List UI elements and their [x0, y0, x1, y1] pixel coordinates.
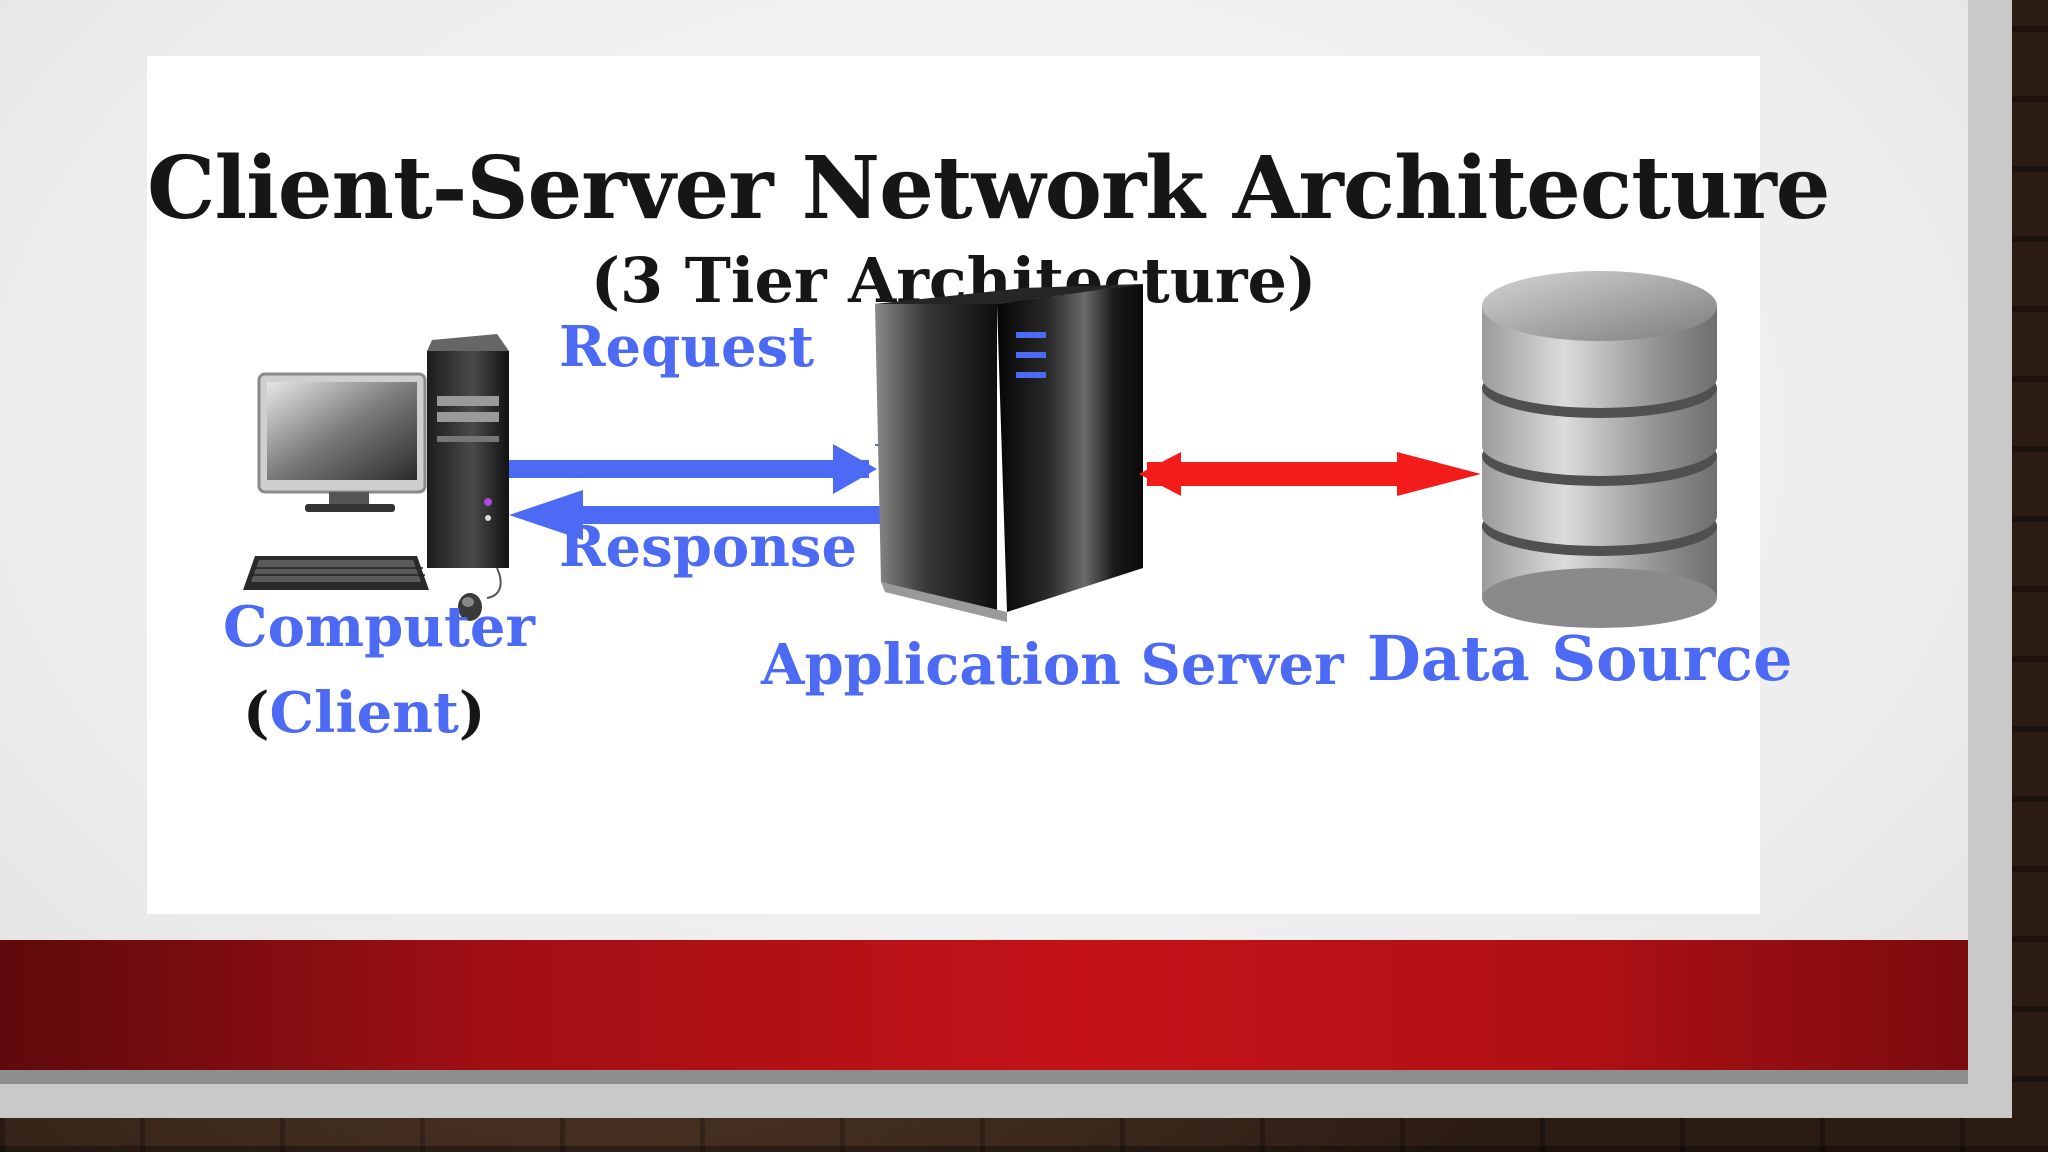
- slide: Client-Server Network Architecture (3 Ti…: [0, 0, 1968, 1084]
- architecture-diagram: [243, 271, 1717, 628]
- client-open-paren: (: [243, 680, 270, 746]
- bidirectional-arrow: [1139, 452, 1481, 496]
- desktop-computer-icon: [243, 334, 509, 621]
- response-arrow: [509, 490, 892, 540]
- server-tower-icon: [875, 284, 1143, 622]
- computer-label: Computer: [223, 594, 536, 660]
- response-label: Response: [559, 514, 858, 580]
- diagram-panel: Client-Server Network Architecture (3 Ti…: [147, 56, 1830, 914]
- client-close-paren: ): [458, 680, 486, 746]
- client-text: Client: [269, 680, 459, 746]
- request-label: Request: [559, 314, 815, 380]
- data-source-label: Data Source: [1367, 622, 1793, 695]
- client-label: (Client): [243, 680, 485, 746]
- footer-strip: [0, 1070, 1968, 1084]
- database-icon: [1482, 271, 1717, 628]
- request-arrow: [509, 444, 879, 494]
- application-server-label: Application Server: [761, 632, 1344, 698]
- red-footer-band: [0, 940, 1968, 1070]
- diagram-title: Client-Server Network Architecture: [147, 138, 1830, 239]
